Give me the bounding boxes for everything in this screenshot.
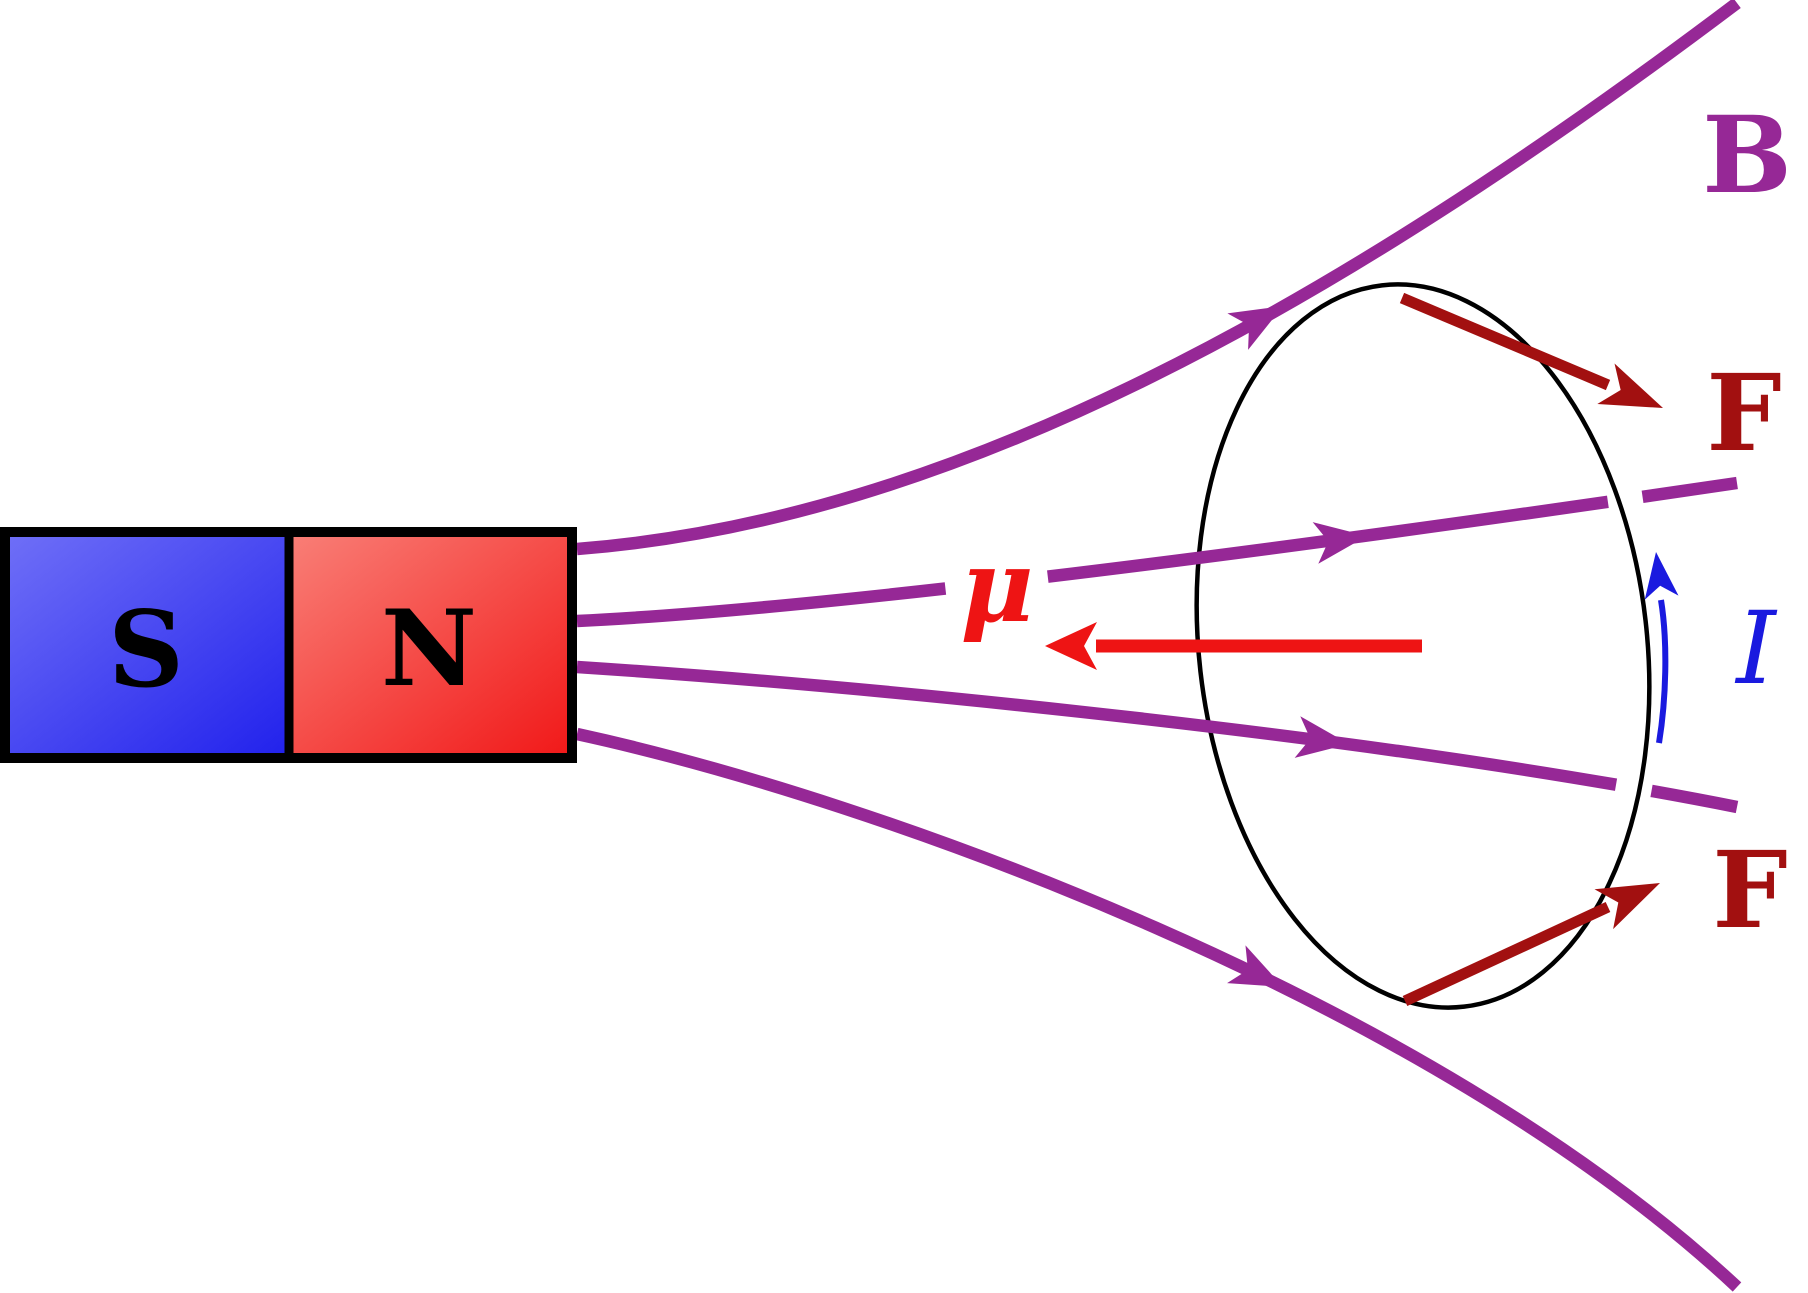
field-line-1 (576, 0, 1741, 556)
north-pole-block (289, 537, 567, 753)
north-pole-label: N (381, 586, 477, 710)
current-label: I (1734, 590, 1778, 707)
force-arrowhead-bottom (1594, 883, 1660, 930)
moment-arrow (1045, 622, 1422, 670)
force-arrow-top (1399, 292, 1663, 408)
field-line-4 (575, 727, 1742, 1292)
field-arrowhead-4 (1227, 945, 1283, 987)
current-loop-wire (1194, 282, 1652, 1010)
current-arrow-shaft (1656, 599, 1669, 744)
field-line-3 (576, 660, 1739, 814)
field-arrowhead-1 (1227, 306, 1283, 350)
field-line-2 (576, 476, 1738, 628)
south-pole-block (10, 537, 289, 753)
force-arrow-bottom-shaft (1402, 902, 1611, 1006)
moment-arrowhead (1045, 622, 1097, 670)
field-label: B (1702, 92, 1792, 217)
force-label-bottom: F (1712, 827, 1787, 952)
current-arrow (1644, 552, 1679, 744)
current-arrowhead (1644, 552, 1679, 600)
field-arrowhead-2 (1312, 522, 1367, 564)
moment-label: μ (960, 527, 1033, 645)
field-arrowhead-3 (1294, 716, 1349, 758)
bar-magnet: S N (0, 527, 577, 763)
force-arrow-top-shaft (1399, 292, 1611, 391)
force-label-top: F (1706, 350, 1781, 475)
force-arrowhead-top (1597, 363, 1663, 408)
force-arrow-bottom (1402, 883, 1660, 1006)
south-pole-label: S (108, 587, 184, 711)
